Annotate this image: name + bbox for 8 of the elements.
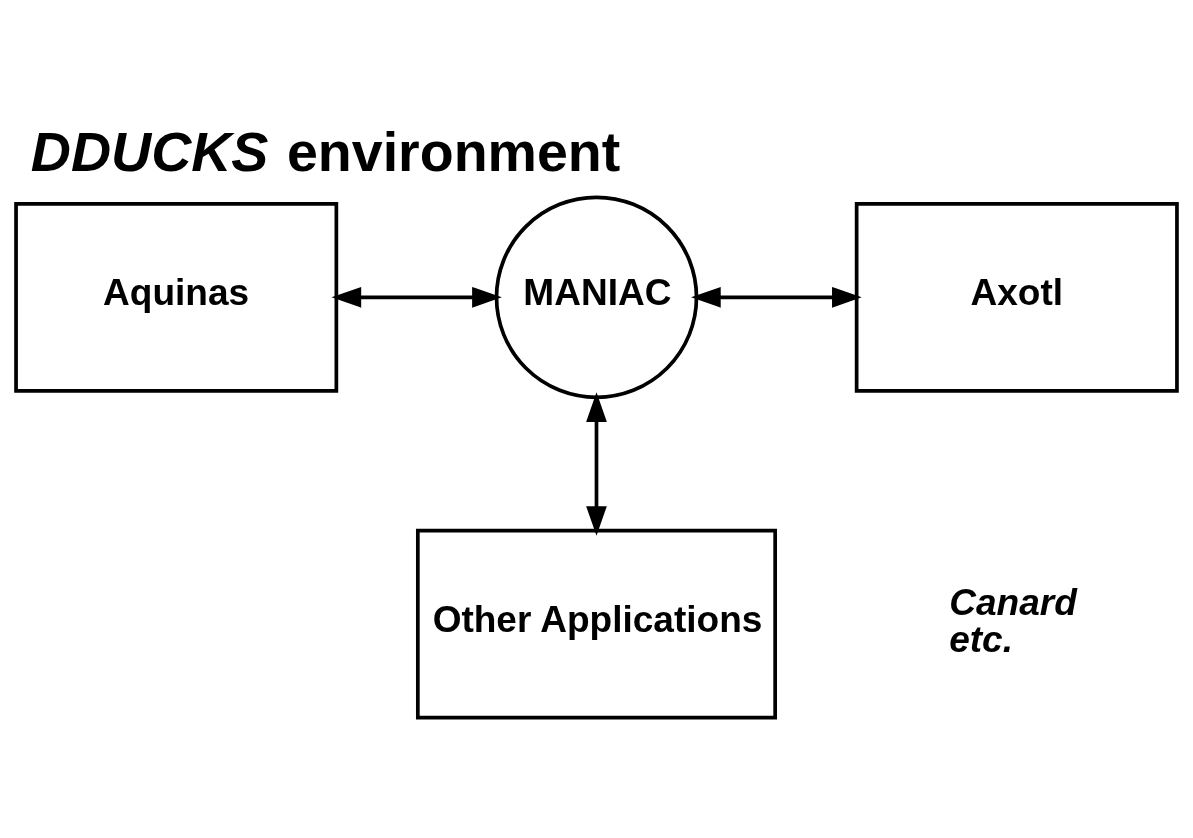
- node-box: Axotl: [854, 201, 1179, 393]
- arrow: [586, 391, 607, 536]
- arrow: [331, 286, 502, 308]
- node-box: Aquinas: [14, 201, 339, 393]
- node-box: Other Applications: [415, 528, 777, 719]
- arrow: [691, 286, 862, 308]
- node-circle: MANIAC: [494, 194, 699, 399]
- diagram-title: DDUCKS environment: [30, 120, 621, 183]
